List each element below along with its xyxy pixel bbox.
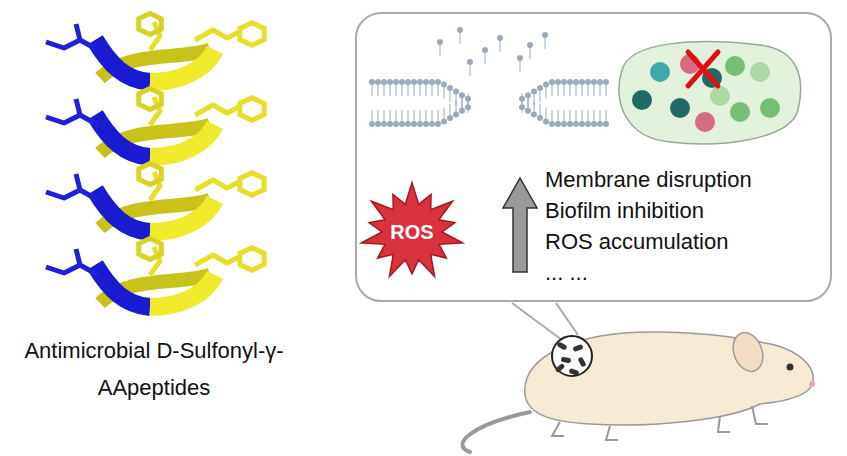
ros-label: ROS	[390, 221, 433, 244]
mouse-illustration	[463, 328, 816, 452]
helix-illustration	[46, 14, 264, 307]
callout-pointer	[512, 303, 578, 340]
ros-burst: ROS	[357, 180, 467, 284]
mechanism-panel: ROS Membrane disruptionBiofilm inhibition…	[355, 12, 832, 302]
mechanism-item: ROS accumulation	[545, 226, 752, 257]
mechanism-item: Biofilm inhibition	[545, 195, 752, 226]
mechanism-item: ... ...	[545, 257, 752, 288]
increase-arrow	[503, 178, 537, 272]
mechanism-item: Membrane disruption	[545, 164, 752, 195]
bacterium-cell	[619, 42, 801, 144]
membrane-illustration	[369, 27, 609, 127]
caption-label: Antimicrobial D-Sulfonyl-γ-AApeptides	[4, 332, 304, 406]
